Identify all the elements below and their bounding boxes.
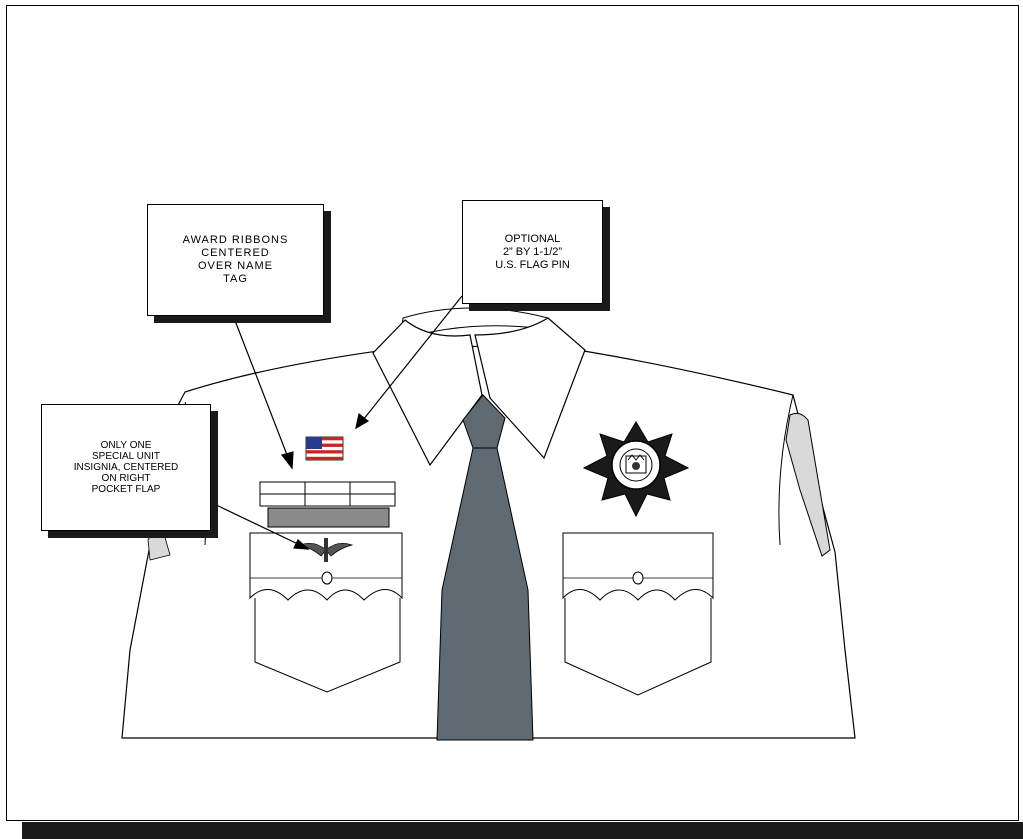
callout-flag-pin-text: OPTIONAL 2” BY 1-1/2” U.S. FLAG PIN (495, 233, 570, 272)
callout-award-ribbons-text: AWARD RIBBONS CENTERED OVER NAME TAG (183, 234, 289, 286)
right-pocket (563, 533, 713, 695)
callout-special-unit-insignia: ONLY ONE SPECIAL UNIT INSIGNIA, CENTERED… (41, 404, 211, 531)
callout-flag-pin: OPTIONAL 2” BY 1-1/2” U.S. FLAG PIN (462, 200, 603, 304)
callout-special-unit-text: ONLY ONE SPECIAL UNIT INSIGNIA, CENTERED… (74, 440, 178, 495)
callout-award-ribbons: AWARD RIBBONS CENTERED OVER NAME TAG (147, 204, 324, 316)
award-ribbons (260, 482, 395, 506)
us-flag-pin-icon (306, 437, 343, 460)
name-tag (268, 508, 389, 527)
